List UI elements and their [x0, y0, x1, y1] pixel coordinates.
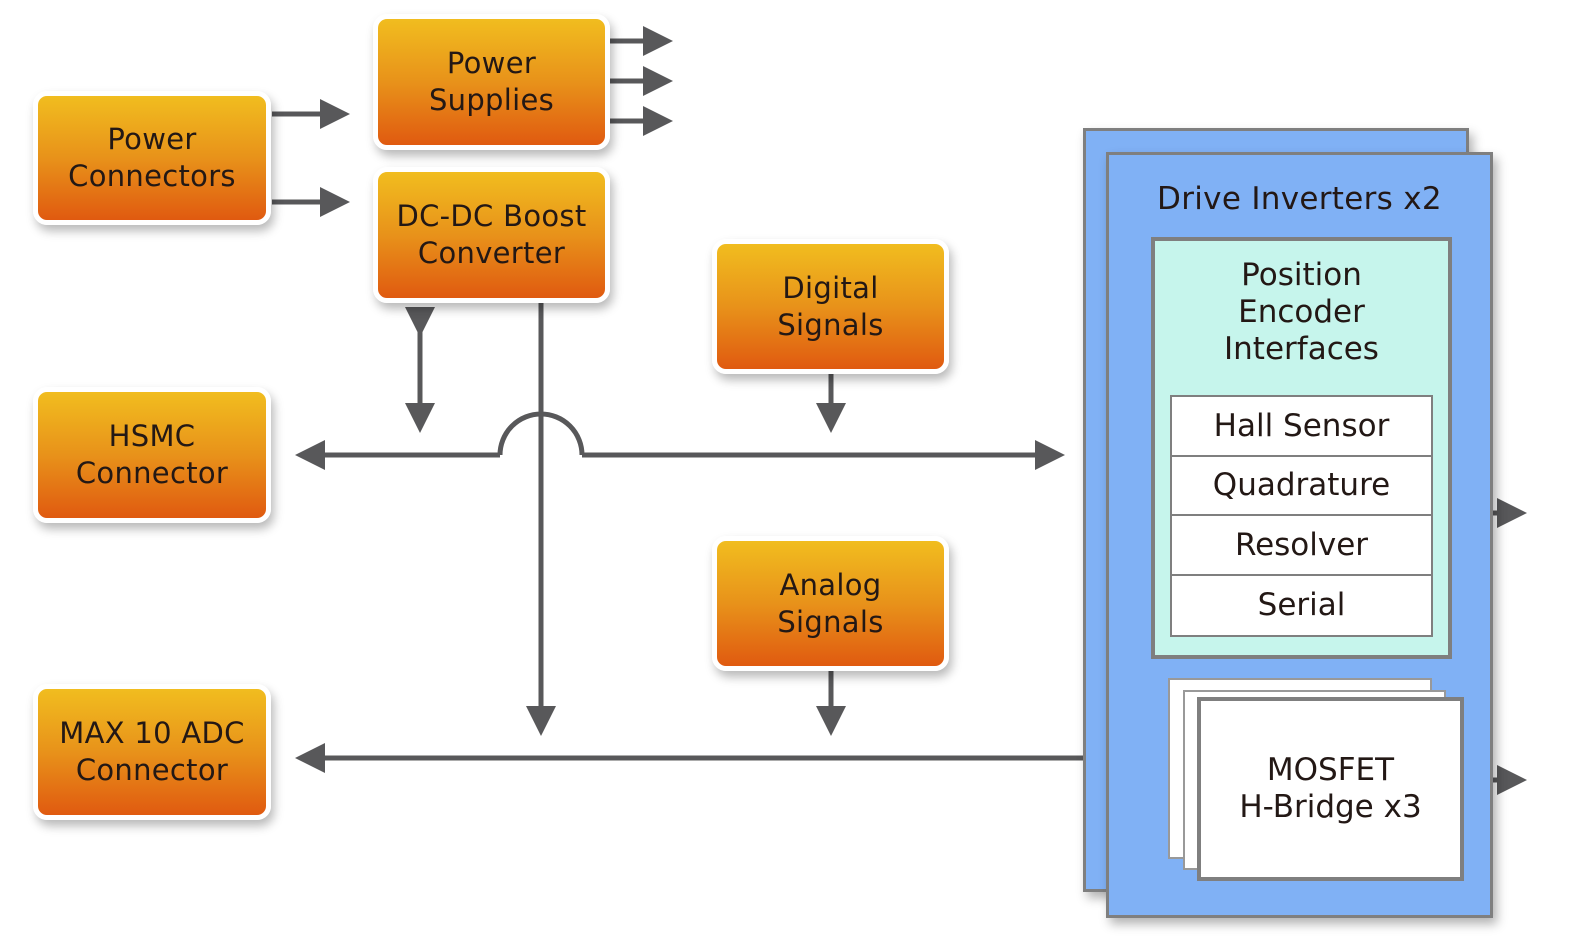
- hsmc-connector-block: HSMC Connector: [33, 387, 271, 523]
- digital-signals-block: Digital Signals: [712, 239, 949, 374]
- drive-inverter-panel: Drive Inverters x2 Position Encoder Inte…: [1106, 152, 1493, 918]
- power-supplies-block: Power Supplies: [373, 14, 610, 150]
- position-encoder-title: Position Encoder Interfaces: [1224, 257, 1379, 367]
- encoder-item-serial: Serial: [1257, 587, 1346, 624]
- drive-inverters-title: Drive Inverters x2: [1157, 181, 1442, 217]
- analog-signals-block: Analog Signals: [712, 536, 949, 671]
- encoder-item-resolver: Resolver: [1172, 516, 1431, 576]
- dcdc-boost-block: DC-DC Boost Converter: [373, 167, 610, 303]
- power-connectors-block: Power Connectors: [33, 91, 271, 225]
- encoder-item-quadrature: Quadrature: [1172, 457, 1431, 516]
- mosfet-hbridge-block: MOSFET H-Bridge x3: [1197, 697, 1464, 881]
- position-encoder-panel: Position Encoder Interfaces Hall Sensor …: [1151, 237, 1452, 659]
- max10-adc-block: MAX 10 ADC Connector: [33, 684, 271, 820]
- encoder-interface-list: Hall Sensor Quadrature Resolver Serial: [1170, 395, 1433, 637]
- encoder-item-hall-sensor: Hall Sensor: [1172, 397, 1431, 457]
